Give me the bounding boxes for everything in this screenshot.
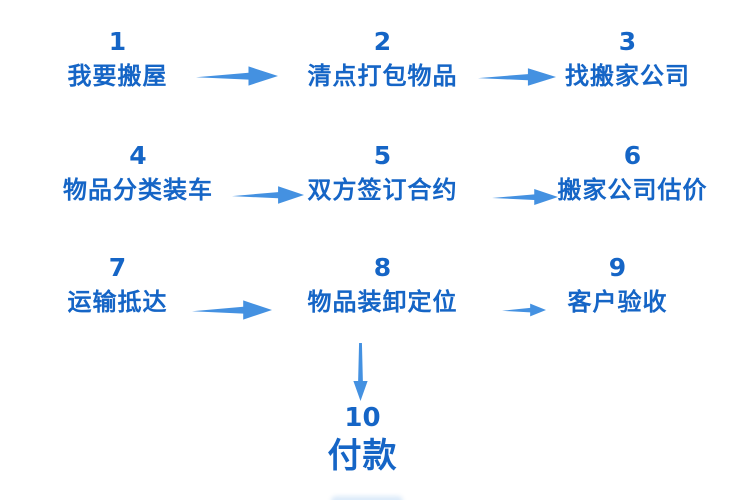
step-label: 运输抵达 [67, 288, 168, 316]
step-6: 6 搬家公司估价 [545, 140, 720, 208]
arrow-right-icon [192, 298, 272, 322]
arrow-right-icon [492, 187, 558, 207]
step-label: 物品分类装车 [63, 176, 213, 204]
step-9: 9 客户验收 [545, 252, 690, 320]
step-number: 4 [129, 141, 147, 170]
step-2: 2 清点打包物品 [295, 26, 470, 94]
step-10: 10 付款 [285, 402, 440, 478]
step-number: 8 [373, 253, 392, 282]
step-7: 7 运输抵达 [40, 252, 195, 320]
step-number: 1 [108, 27, 127, 56]
step-5: 5 双方签订合约 [295, 140, 470, 208]
arrow-right-icon [478, 66, 556, 88]
step-8: 8 物品装卸定位 [295, 252, 470, 320]
step-4: 4 物品分类装车 [48, 140, 228, 208]
step-3: 3 找搬家公司 [550, 26, 705, 94]
step-label: 我要搬屋 [67, 62, 168, 90]
step-1: 1 我要搬屋 [40, 26, 195, 94]
step-label: 付款 [327, 436, 398, 476]
step-number: 6 [623, 141, 642, 170]
arrow-right-icon [502, 302, 546, 318]
step-label: 物品装卸定位 [307, 288, 458, 316]
step-label: 搬家公司估价 [557, 176, 708, 204]
step-number: 2 [373, 27, 392, 56]
step-label: 客户验收 [567, 288, 668, 316]
step-number: 7 [108, 253, 127, 282]
step-number: 5 [373, 141, 392, 170]
arrow-down-icon [351, 343, 370, 401]
step-label: 找搬家公司 [565, 62, 690, 90]
step-label: 清点打包物品 [307, 62, 458, 90]
step-number: 3 [618, 27, 637, 56]
bottom-cutoff-fragment [331, 496, 403, 500]
step-label: 双方签订合约 [307, 176, 458, 204]
arrow-right-icon [232, 184, 304, 206]
arrow-right-icon [196, 64, 278, 88]
step-number: 10 [344, 403, 381, 433]
step-number: 9 [608, 253, 627, 282]
